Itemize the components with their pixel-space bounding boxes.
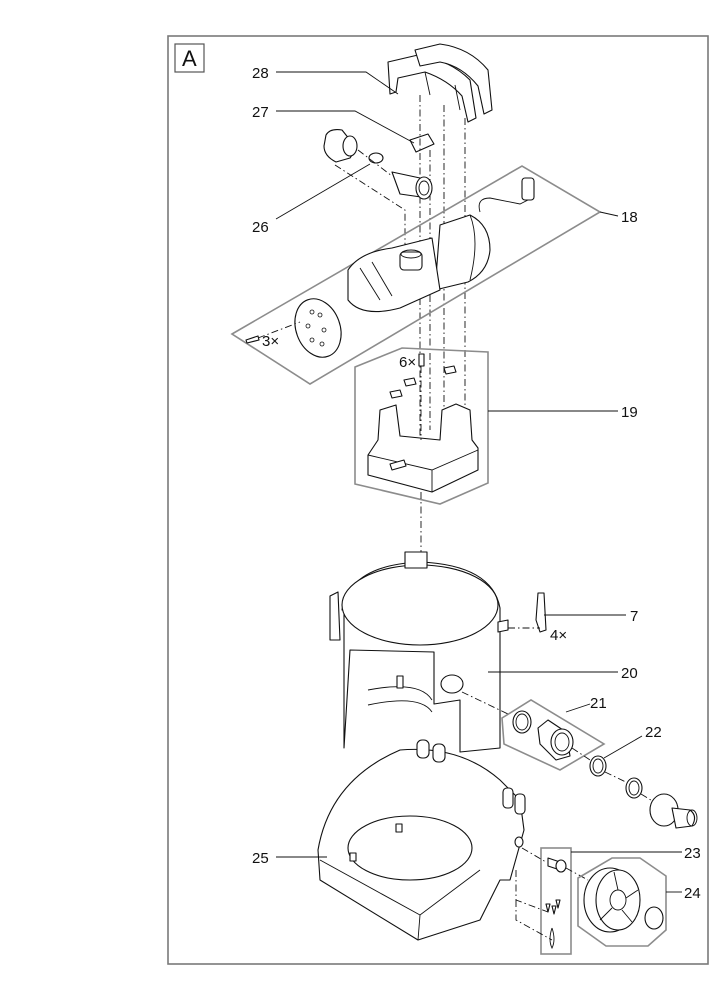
section-letter: A — [182, 46, 197, 71]
quantity-label-clips: 4× — [550, 627, 567, 644]
part-19-pump-holder — [367, 353, 479, 493]
callout-label-21: 21 — [590, 695, 607, 712]
part-21-connector — [512, 710, 574, 761]
callout-label-19: 19 — [621, 404, 638, 421]
hose-connector — [649, 793, 698, 829]
part-18-pump-unit — [245, 177, 535, 358]
part-28-cover — [387, 43, 493, 123]
callout-label-27: 27 — [252, 104, 269, 121]
group-outline-24 — [577, 857, 667, 947]
callout-18: 18 — [599, 209, 638, 226]
callout-7: 7 — [544, 608, 638, 625]
part-27-cover-piece — [409, 133, 435, 153]
callout-23: 23 — [571, 845, 701, 862]
callout-19: 19 — [488, 404, 638, 421]
callout-28: 28 — [252, 65, 399, 95]
part-25-base — [317, 739, 526, 941]
diagram-frame — [167, 35, 709, 965]
elbow-fitting — [323, 129, 358, 163]
callout-26: 26 — [252, 163, 371, 236]
callout-21: 21 — [565, 695, 607, 713]
group-outline-23 — [540, 847, 572, 955]
pipe-fitting — [391, 171, 433, 200]
callout-label-7: 7 — [630, 608, 638, 625]
callout-label-18: 18 — [621, 209, 638, 226]
seal-ring-2 — [625, 777, 643, 799]
part-26-o-ring — [368, 152, 384, 164]
callout-label-20: 20 — [621, 665, 638, 682]
callout-20: 20 — [488, 665, 638, 682]
part-20-housing — [329, 551, 509, 753]
callout-25: 25 — [252, 850, 327, 867]
callout-24: 24 — [666, 885, 701, 902]
callout-label-26: 26 — [252, 219, 269, 236]
part-24-wheel-set — [583, 867, 664, 933]
quantity-label-screws-pump: 3× — [262, 333, 279, 350]
group-outline-19 — [354, 347, 489, 505]
callout-27: 27 — [252, 104, 415, 144]
group-outline-21 — [501, 699, 606, 771]
quantity-label-screws-holder: 6× — [399, 354, 416, 371]
callout-label-28: 28 — [252, 65, 269, 82]
part-22-seal-ring — [589, 755, 607, 777]
callout-label-23: 23 — [684, 845, 701, 862]
section-label: A — [174, 43, 205, 73]
callout-label-22: 22 — [645, 724, 662, 741]
part-23-axle-set — [545, 857, 567, 950]
callout-label-24: 24 — [684, 885, 701, 902]
callout-label-25: 25 — [252, 850, 269, 867]
part-7-clip — [535, 592, 547, 633]
callout-22: 22 — [603, 724, 662, 759]
